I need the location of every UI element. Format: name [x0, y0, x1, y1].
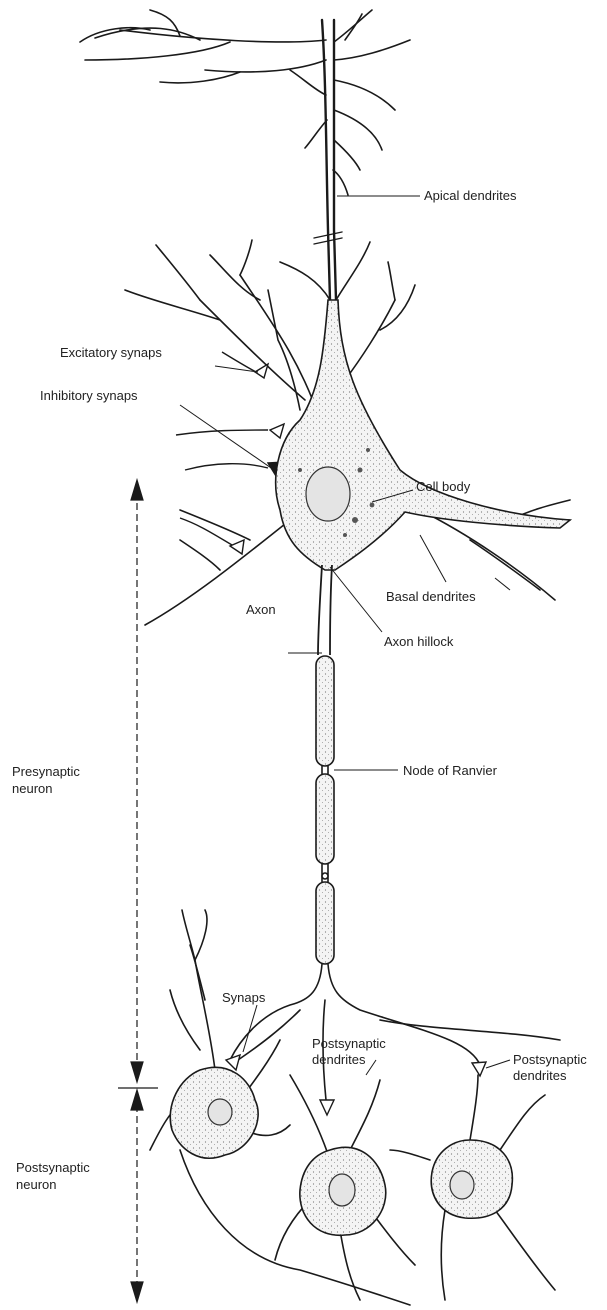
- label-postsynaptic-dendrites-a-line1: Postsynaptic: [312, 1036, 386, 1051]
- myelin-segment-3: [316, 882, 334, 964]
- label-excitatory-synaps: Excitatory synaps: [60, 345, 162, 360]
- excitatory-terminal-1: [255, 364, 268, 378]
- myelin-segment-1: [316, 656, 334, 766]
- label-postsynaptic-neuron-line2: neuron: [16, 1177, 56, 1192]
- presynaptic-arrow-up: [131, 480, 143, 500]
- synaps-terminal-3: [472, 1062, 486, 1076]
- label-postsynaptic-neuron-line1: Postsynaptic: [16, 1160, 90, 1175]
- postsynaptic-arrow-up: [131, 1090, 143, 1110]
- label-cell-body: Cell body: [416, 479, 471, 494]
- synaptic-terminals: [176, 352, 284, 554]
- postsynaptic-nucleus-left: [208, 1099, 232, 1125]
- leader-lines: [180, 196, 510, 1075]
- leader-basal-1: [420, 535, 446, 582]
- excitatory-terminal-2: [270, 424, 284, 438]
- label-presynaptic-line2: neuron: [12, 781, 52, 796]
- presynaptic-cell-body: [276, 300, 570, 570]
- apical-dendrite-tree: [80, 10, 410, 300]
- label-axon: Axon: [246, 602, 276, 617]
- myelin-sheaths: [316, 656, 334, 964]
- label-basal-dendrites: Basal dendrites: [386, 589, 476, 604]
- excitatory-terminal-3: [230, 540, 244, 554]
- label-node-of-ranvier: Node of Ranvier: [403, 763, 498, 778]
- label-presynaptic-line1: Presynaptic: [12, 764, 80, 779]
- label-postsynaptic-dendrites-b-line2: dendrites: [513, 1068, 567, 1083]
- leader-axon-hillock: [330, 567, 382, 632]
- presynaptic-arrow-down: [131, 1062, 143, 1082]
- leader-inhibitory: [180, 405, 274, 470]
- label-synaps: Synaps: [222, 990, 266, 1005]
- leader-post-a: [366, 1060, 376, 1075]
- axon-terminals: [230, 964, 560, 1100]
- neuron-span-arrows: [118, 480, 158, 1302]
- label-postsynaptic-dendrites-b-line1: Postsynaptic: [513, 1052, 587, 1067]
- synaps-terminal-1: [226, 1055, 240, 1070]
- presynaptic-nucleus: [306, 467, 350, 521]
- label-inhibitory-synaps: Inhibitory synaps: [40, 388, 138, 403]
- axon: [318, 565, 332, 655]
- label-axon-hillock: Axon hillock: [384, 634, 454, 649]
- label-apical-dendrites: Apical dendrites: [424, 188, 517, 203]
- label-postsynaptic-dendrites-a-line2: dendrites: [312, 1052, 366, 1067]
- postsynaptic-nucleus-right: [450, 1171, 474, 1199]
- leader-basal-2: [495, 578, 510, 590]
- postsynaptic-nucleus-middle: [329, 1174, 355, 1206]
- leader-post-b: [486, 1060, 510, 1068]
- myelin-segment-2: [316, 774, 334, 864]
- postsynaptic-arrow-down: [131, 1282, 143, 1302]
- synaps-terminal-2: [320, 1100, 334, 1115]
- leader-synaps: [243, 1005, 257, 1052]
